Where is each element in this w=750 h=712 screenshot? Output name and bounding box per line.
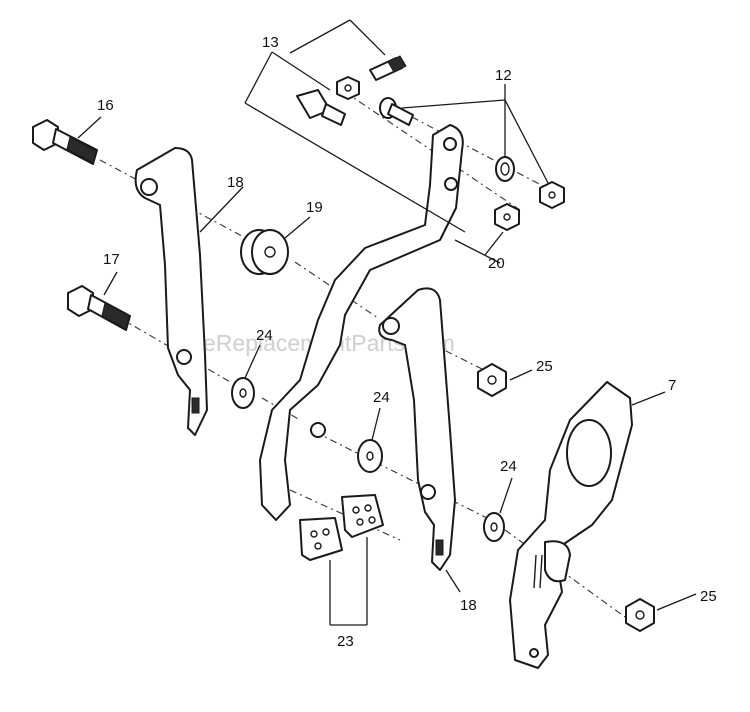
washer-part-24-right [483,512,505,542]
callout-24-center: 24 [373,389,390,406]
callout-24-left: 24 [256,327,273,344]
bolt-part-16 [32,119,98,165]
nut-part-25-lower [625,598,655,632]
nut-part-25-upper [477,363,507,397]
callout-13: 13 [262,34,279,51]
bushing-part-19 [240,229,289,275]
pin-assembly-part-13 [296,55,407,126]
callout-25-upper: 25 [536,358,553,375]
callout-25-lower: 25 [700,588,717,605]
callout-18-upper: 18 [227,174,244,191]
lever-right-part-18 [378,287,456,571]
callout-leaders [77,19,697,626]
hardware-part-12 [379,97,565,231]
callout-24-right: 24 [500,458,517,475]
callout-12: 12 [495,67,512,84]
plate-part-7 [509,381,633,669]
callout-7: 7 [668,377,676,394]
callout-labels: 13 12 16 18 19 20 17 24 25 7 24 24 25 18… [97,34,717,650]
lever-left-part-18 [134,147,208,436]
washer-part-24-center [357,439,383,473]
bolt-part-17 [67,285,131,331]
callout-18-lower: 18 [460,597,477,614]
callout-23: 23 [337,633,354,650]
callout-19: 19 [306,199,323,216]
washer-part-24-left [231,377,255,409]
callout-17: 17 [103,251,120,268]
blocks-part-23 [299,494,384,561]
main-bracket-part-20 [259,124,464,521]
callout-16: 16 [97,97,114,114]
callout-20: 20 [488,255,505,272]
